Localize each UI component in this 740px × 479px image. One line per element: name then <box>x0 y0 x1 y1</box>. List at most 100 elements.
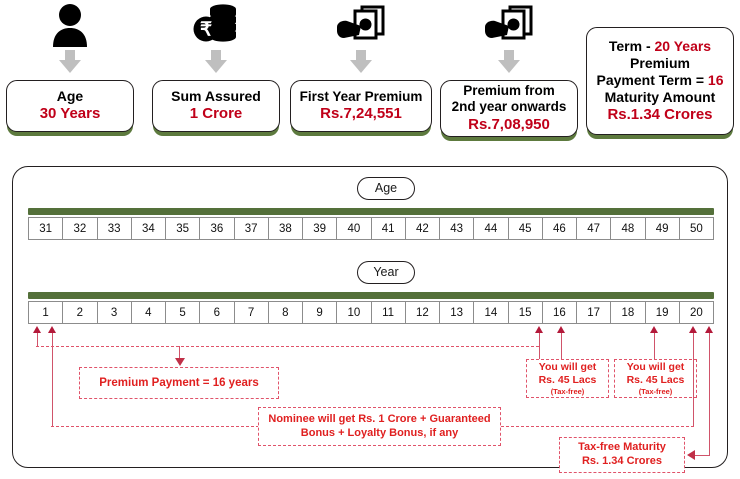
year-cell: 5 <box>165 301 200 324</box>
connector-year18 <box>654 333 656 359</box>
age-cell: 37 <box>233 217 268 240</box>
arrow-down-indicator <box>290 50 432 73</box>
card-renewal-premium: Premium from 2nd year onwards Rs.7,08,95… <box>440 80 578 137</box>
age-cell: 44 <box>473 217 508 240</box>
age-cell: 33 <box>96 217 131 240</box>
summary-card-term-maturity: Term - 20 Years Premium Payment Term = 1… <box>586 27 734 135</box>
year-cell: 17 <box>576 301 611 324</box>
arrow-up-year1-b <box>47 326 56 333</box>
arrow-up-year20-a <box>689 326 697 333</box>
age-cell: 50 <box>678 217 714 240</box>
callout-payout-year16: You will get Rs. 45 Lacs (Tax-free) <box>526 359 609 398</box>
arrow-down-indicator <box>440 50 578 73</box>
year-cell: 7 <box>233 301 268 324</box>
age-cell: 36 <box>199 217 234 240</box>
year-pill-label: Year <box>357 261 415 284</box>
age-cell: 38 <box>267 217 302 240</box>
summary-card-first-year-premium: First Year Premium Rs.7,24,551 <box>290 0 432 132</box>
callout-payout-year16-line2: Rs. 45 Lacs <box>538 373 597 386</box>
year-cell: 2 <box>62 301 97 324</box>
age-cell: 49 <box>644 217 679 240</box>
summary-card-renewal-premium: Premium from 2nd year onwards Rs.7,08,95… <box>440 0 578 137</box>
callout-maturity-line2: Rs. 1.34 Crores <box>581 455 663 467</box>
term-line: Term - 20 Years <box>609 38 711 55</box>
svg-text:₹: ₹ <box>200 20 212 41</box>
person-icon <box>6 0 134 50</box>
age-cell: 34 <box>130 217 165 240</box>
callout-premium-payment-text: Premium Payment = 16 years <box>99 376 259 389</box>
year-cell: 4 <box>130 301 165 324</box>
card-first-year-premium-value: Rs.7,24,551 <box>320 105 402 123</box>
cash-in-hand-icon <box>440 0 578 50</box>
ppt-line: Payment Term = 16 <box>597 72 724 89</box>
card-renewal-premium-value: Rs.7,08,950 <box>468 115 550 133</box>
age-cell: 46 <box>541 217 576 240</box>
person-icon-svg <box>53 4 87 47</box>
year-cell: 1 <box>28 301 63 324</box>
connector-year20-a <box>693 333 695 426</box>
age-cell: 43 <box>439 217 474 240</box>
card-sum-assured-value: 1 Crore <box>189 105 243 123</box>
ppt-label: Payment Term = <box>596 71 705 88</box>
card-term-maturity: Term - 20 Years Premium Payment Term = 1… <box>586 27 734 135</box>
age-cell: 41 <box>370 217 405 240</box>
card-first-year-premium: First Year Premium Rs.7,24,551 <box>290 80 432 132</box>
premium-callout-stem <box>179 346 181 360</box>
card-age: Age 30 Years <box>6 80 134 132</box>
age-cell: 45 <box>507 217 542 240</box>
callout-nominee-line2: Bonus + Loyalty Bonus, if any <box>300 426 459 439</box>
term-label: Term - <box>608 37 651 54</box>
age-cell: 31 <box>28 217 63 240</box>
year-cell: 9 <box>302 301 337 324</box>
callout-payout-year18-sub: (Tax-free) <box>638 386 673 396</box>
cash-in-hand-icon-svg <box>337 5 385 40</box>
connector-year1-a <box>36 333 38 346</box>
card-renewal-premium-label-2: 2nd year onwards <box>451 99 567 115</box>
year-cell: 3 <box>96 301 131 324</box>
callout-maturity-line1: Tax-free Maturity <box>578 441 666 454</box>
arrow-up-year1-a <box>32 326 41 333</box>
callout-payout-year16-sub: (Tax-free) <box>550 386 585 396</box>
card-first-year-premium-label: First Year Premium <box>299 88 423 104</box>
age-cell: 42 <box>404 217 439 240</box>
age-cell: 39 <box>302 217 337 240</box>
premium-label: Premium <box>630 54 690 71</box>
age-cell: 32 <box>62 217 97 240</box>
year-cell: 8 <box>267 301 302 324</box>
cash-in-hand-icon-svg <box>485 5 533 40</box>
age-green-bar <box>28 208 714 215</box>
arrow-up-year16-b <box>557 326 565 333</box>
age-cell: 48 <box>610 217 645 240</box>
year-cell: 12 <box>404 301 439 324</box>
year-cell: 19 <box>644 301 679 324</box>
summary-cards-row: Age 30 Years ₹ Sum Assured 1 Cr <box>0 0 740 150</box>
arrow-up-year20-b <box>705 326 713 333</box>
callout-payout-year18-line1: You will get <box>626 360 685 373</box>
arrow-down-premium-callout <box>175 358 185 366</box>
premium-span-line <box>36 346 539 347</box>
summary-card-age: Age 30 Years <box>6 0 134 132</box>
year-cell: 11 <box>370 301 405 324</box>
age-cell: 40 <box>336 217 371 240</box>
year-cell: 18 <box>610 301 645 324</box>
connector-year1-b <box>51 333 53 426</box>
maturity-value: Rs.1.34 Crores <box>607 106 713 123</box>
arrow-left-maturity-callout <box>687 450 695 460</box>
ppt-value: 16 <box>707 71 724 88</box>
connector-year20-b-vertical <box>709 333 711 456</box>
card-sum-assured: Sum Assured 1 Crore <box>152 80 280 132</box>
callout-payout-year16-line1: You will get <box>538 360 597 373</box>
callout-payout-year18-line2: Rs. 45 Lacs <box>626 373 685 386</box>
rupee-coins-icon: ₹ <box>152 0 280 50</box>
term-value: 20 Years <box>654 37 712 54</box>
year-cell: 10 <box>336 301 371 324</box>
summary-card-sum-assured: ₹ Sum Assured 1 Crore <box>152 0 280 132</box>
age-cell: 35 <box>165 217 200 240</box>
connector-year16-b <box>561 333 563 359</box>
card-sum-assured-label: Sum Assured <box>171 88 261 105</box>
year-cell: 15 <box>507 301 542 324</box>
year-cell: 20 <box>678 301 714 324</box>
